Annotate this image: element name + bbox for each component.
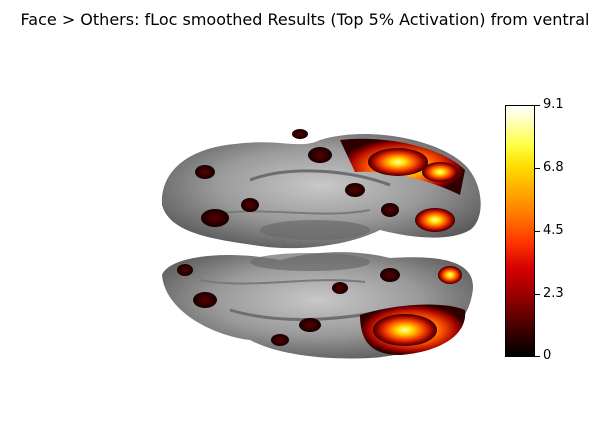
- colorbar-tick: [534, 168, 540, 169]
- colorbar-tick-label: 0: [543, 348, 552, 363]
- colorbar: [505, 105, 535, 357]
- colorbar-tick: [534, 294, 540, 295]
- figure-title: Face > Others: fLoc smoothed Results (To…: [20, 10, 590, 29]
- colorbar-tick-label: 9.1: [543, 97, 564, 112]
- colorbar-tick: [534, 105, 540, 106]
- lower-hemisphere: [162, 252, 474, 359]
- upper-hemisphere: [161, 129, 481, 249]
- colorbar-tick-label: 2.3: [543, 286, 564, 301]
- colorbar-tick-label: 6.8: [543, 160, 564, 175]
- brain-surface-image: [161, 129, 481, 359]
- colorbar-tick-label: 4.5: [543, 223, 564, 238]
- colorbar-tick: [534, 356, 540, 357]
- colorbar-tick: [534, 231, 540, 232]
